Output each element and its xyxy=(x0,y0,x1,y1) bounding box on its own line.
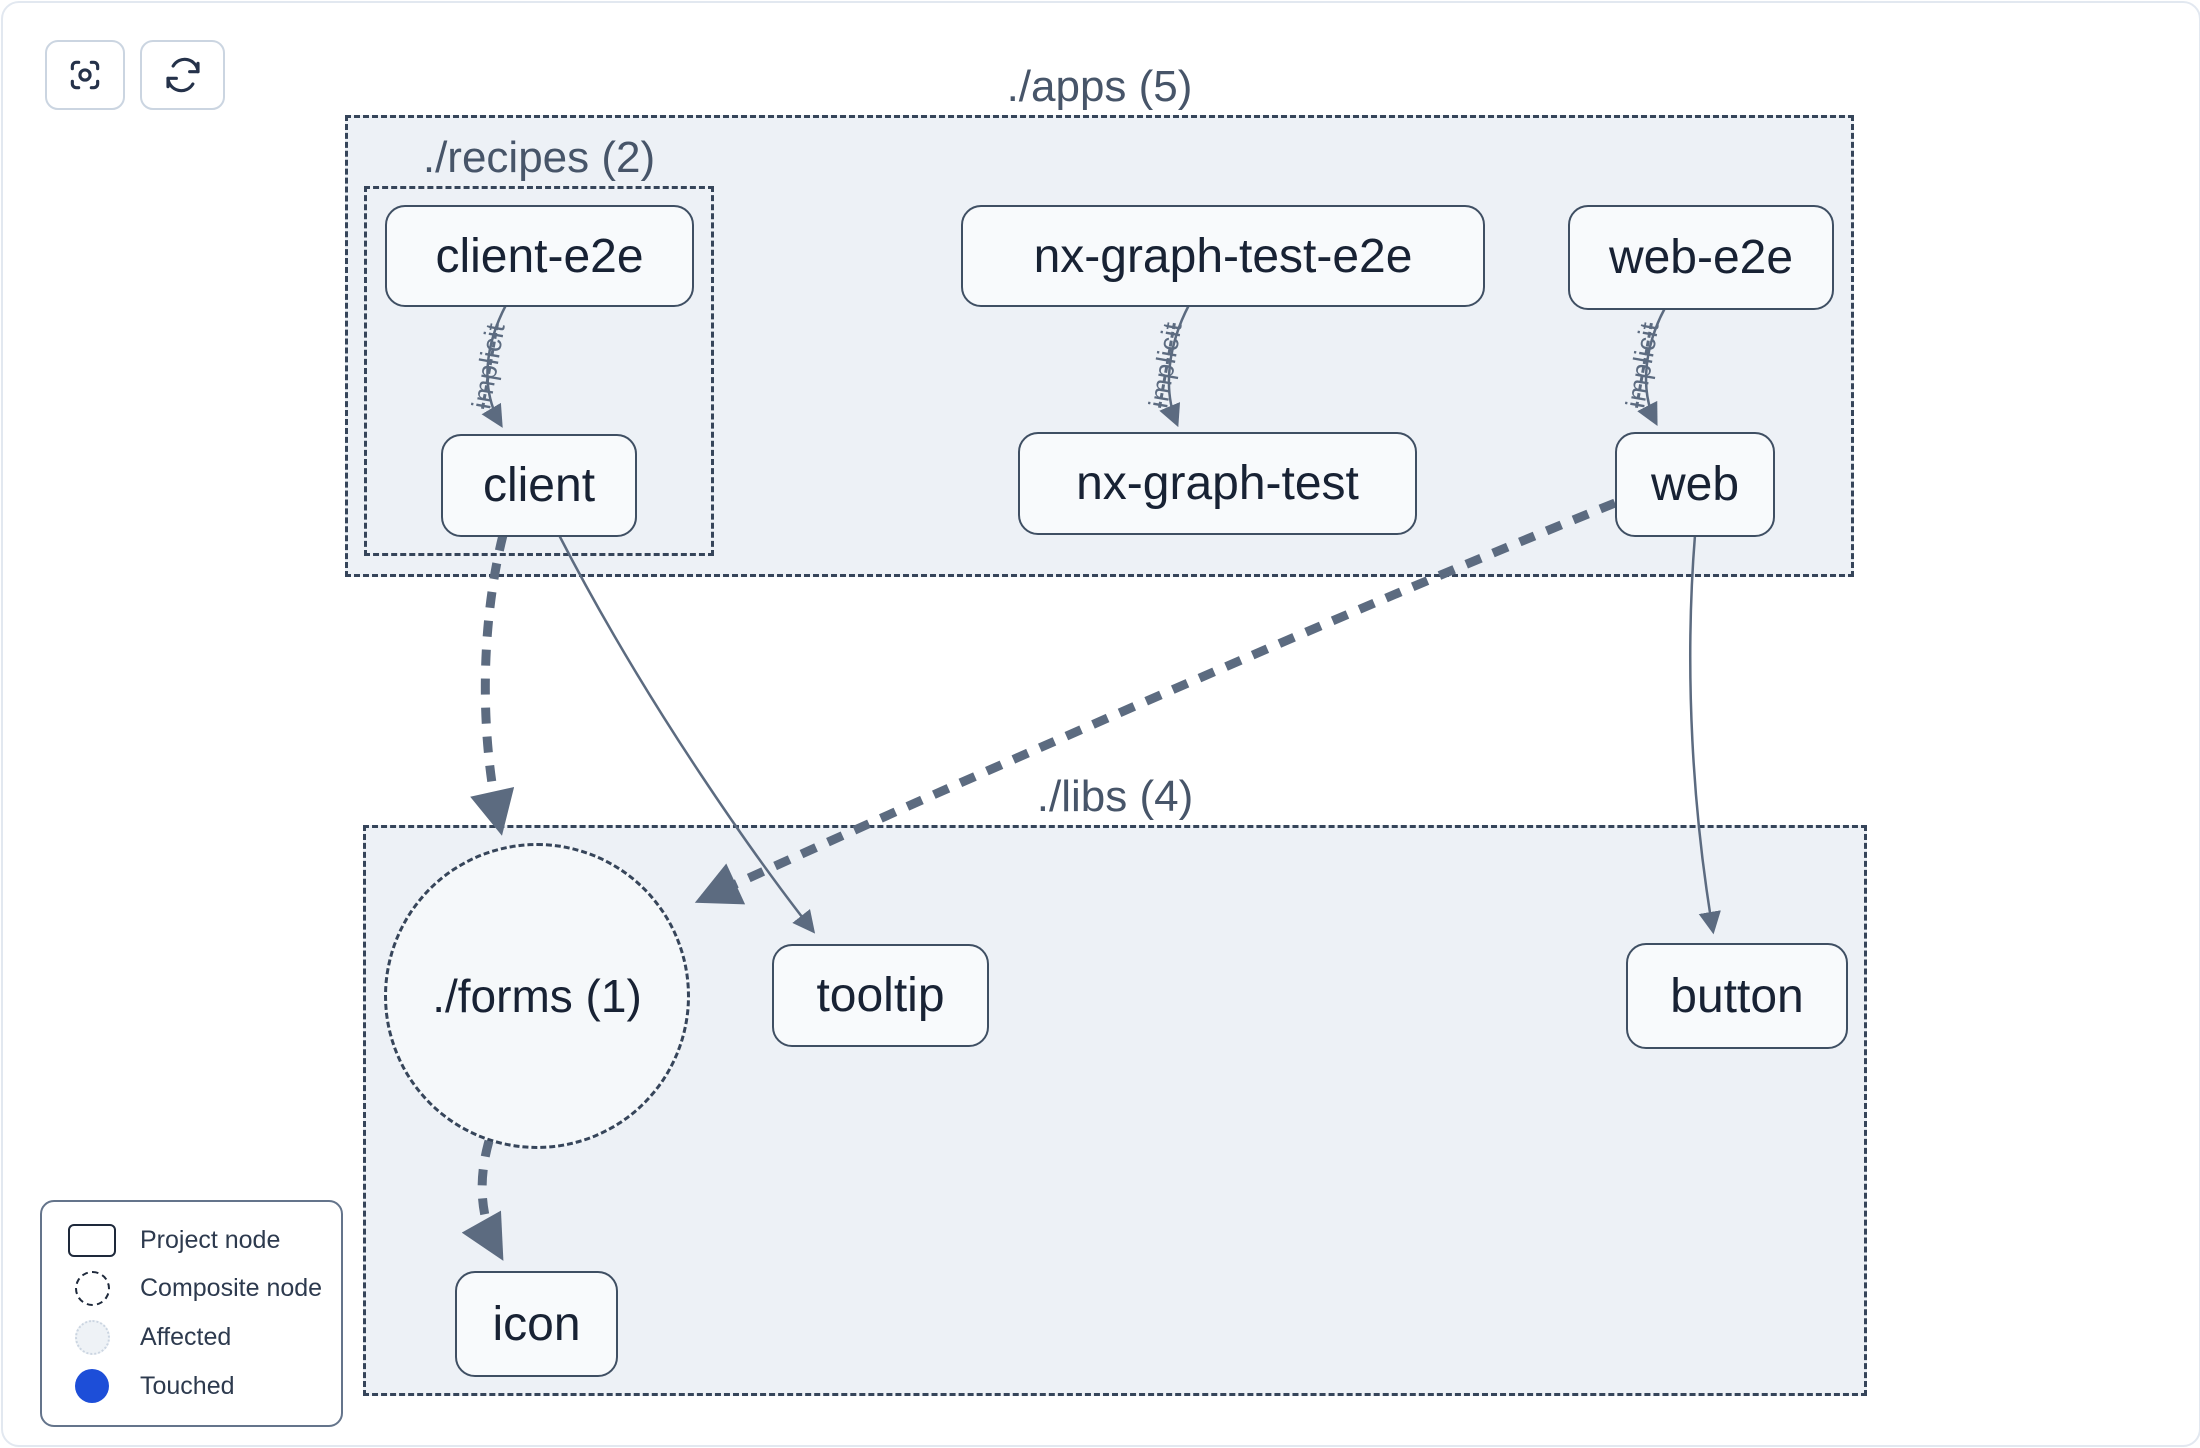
legend-label: Project node xyxy=(140,1226,281,1254)
node-button[interactable]: button xyxy=(1626,943,1848,1049)
focus-crosshair-icon xyxy=(66,56,104,94)
node-web[interactable]: web xyxy=(1615,432,1775,537)
node-nx-graph-test-label: nx-graph-test xyxy=(1076,457,1359,510)
node-client[interactable]: client xyxy=(441,434,637,537)
refresh-icon xyxy=(163,55,203,95)
legend-row-project-node: Project node xyxy=(42,1224,341,1257)
legend-label: Touched xyxy=(140,1371,235,1400)
node-client-e2e[interactable]: client-e2e xyxy=(385,205,694,307)
legend-label: Composite node xyxy=(140,1274,323,1302)
refresh-button[interactable] xyxy=(140,40,225,110)
node-tooltip-label: tooltip xyxy=(816,969,945,1022)
group-recipes-title: ./recipes (2) xyxy=(422,133,656,182)
composite-node-swatch-icon xyxy=(74,1271,110,1306)
group-libs-title: ./libs (4) xyxy=(1036,772,1194,821)
node-client-label: client xyxy=(482,459,596,512)
node-web-label: web xyxy=(1650,458,1740,511)
focus-button[interactable] xyxy=(45,40,125,110)
affected-swatch-icon xyxy=(74,1320,110,1355)
node-nx-graph-test[interactable]: nx-graph-test xyxy=(1018,432,1417,535)
node-tooltip[interactable]: tooltip xyxy=(772,944,989,1047)
group-apps-title: ./apps (5) xyxy=(1006,62,1193,111)
node-web-e2e[interactable]: web-e2e xyxy=(1568,205,1834,310)
touched-swatch-icon xyxy=(75,1369,109,1403)
node-client-e2e-label: client-e2e xyxy=(435,229,644,283)
composite-node-forms-label: ./forms (1) xyxy=(432,970,642,1022)
node-web-e2e-label: web-e2e xyxy=(1608,231,1794,284)
node-icon[interactable]: icon xyxy=(455,1271,618,1377)
legend-label: Affected xyxy=(140,1323,232,1351)
node-nx-graph-test-e2e[interactable]: nx-graph-test-e2e xyxy=(961,205,1485,307)
composite-node-forms[interactable]: ./forms (1) xyxy=(384,843,690,1149)
legend-row-composite-node: Composite node xyxy=(42,1271,341,1306)
legend: Project node Composite node Affected Tou… xyxy=(40,1200,343,1427)
node-icon-label: icon xyxy=(492,1297,581,1351)
node-nx-graph-test-e2e-label: nx-graph-test-e2e xyxy=(1033,229,1413,283)
node-button-label: button xyxy=(1670,969,1804,1023)
project-node-swatch-icon xyxy=(68,1224,116,1257)
legend-row-affected: Affected xyxy=(42,1320,341,1355)
legend-row-touched: Touched xyxy=(42,1369,341,1403)
